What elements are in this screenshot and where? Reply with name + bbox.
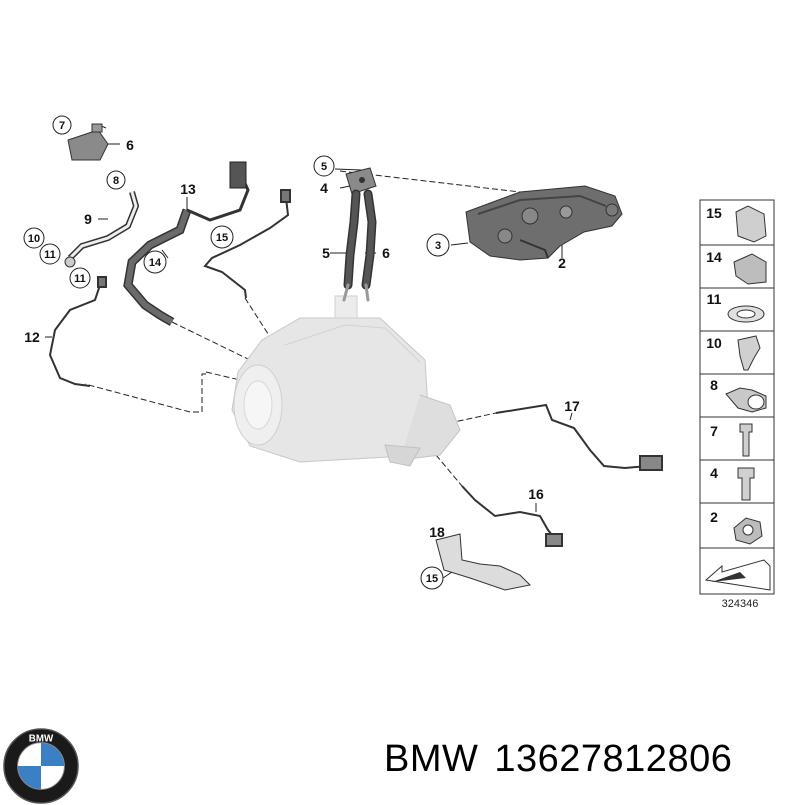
bolt-icon — [739, 423, 753, 457]
callout-17: 17 — [564, 398, 580, 414]
side-part-2-label: 2 — [710, 509, 718, 525]
brand-name: BMW — [384, 738, 479, 780]
part-17-sensor-cable — [495, 403, 663, 471]
callout-11: 11 — [44, 249, 56, 261]
svg-text:BMW: BMW — [29, 734, 54, 745]
callout-2: 3 — [435, 240, 441, 252]
callout-11-lower: 11 — [74, 273, 86, 285]
side-part-4-label: 4 — [710, 465, 718, 481]
callout-14: 14 — [149, 257, 162, 269]
side-parts-legend: 15 14 11 10 8 7 4 2 324346 — [699, 199, 775, 610]
callout-5-right: 6 — [382, 245, 390, 261]
part-18-bracket — [435, 533, 532, 591]
part-12-sensor-cable — [48, 276, 107, 387]
callout-3: 4 — [320, 180, 328, 196]
part-number: 13627812806 — [494, 738, 733, 780]
callout-9: 9 — [84, 211, 92, 227]
callout-16: 16 — [528, 486, 544, 502]
part-1-bracket — [465, 185, 623, 261]
side-part-15-label: 15 — [706, 205, 722, 221]
clip-icon — [733, 253, 767, 285]
particulate-filter — [231, 295, 461, 467]
bolt-icon — [737, 467, 755, 501]
part-13-14-harness — [123, 161, 250, 326]
side-part-8-label: 8 — [710, 377, 718, 393]
callout-4: 5 — [321, 161, 327, 173]
side-part-7-label: 7 — [710, 423, 718, 439]
callout-15: 15 — [216, 232, 228, 244]
callout-7: 7 — [59, 120, 65, 132]
callout-1: 2 — [558, 255, 566, 271]
callout-18: 18 — [429, 524, 445, 540]
callout-13: 13 — [180, 181, 196, 197]
part-15-sensor-cable — [203, 189, 291, 299]
callout-labels: 7 6 8 9 10 11 11 12 13 14 15 5 4 3 5 6 2… — [23, 115, 580, 590]
part-3-pressure-sensor — [345, 167, 377, 195]
part-title: BMW 13627812806 — [384, 738, 748, 781]
part-5-hoses — [342, 189, 377, 302]
banjo-bolt-icon — [737, 335, 761, 371]
side-part-11-label: 11 — [707, 291, 722, 307]
callout-6: 6 — [126, 137, 134, 153]
part-6-sensor — [67, 123, 109, 161]
part-16-sensor-cable — [461, 485, 563, 547]
part-9-pipe — [64, 191, 140, 268]
side-part-14-label: 14 — [706, 249, 722, 265]
callout-8: 8 — [113, 175, 119, 187]
callout-5-left: 5 — [322, 245, 330, 261]
bmw-logo: BMW — [3, 728, 79, 804]
callout-12: 12 — [24, 329, 40, 345]
diagram-reference-number: 324346 — [722, 598, 759, 610]
clip-icon — [735, 205, 767, 243]
side-part-10-label: 10 — [706, 335, 722, 351]
callout-15-bracket: 15 — [426, 573, 438, 585]
callout-10: 10 — [28, 233, 40, 245]
